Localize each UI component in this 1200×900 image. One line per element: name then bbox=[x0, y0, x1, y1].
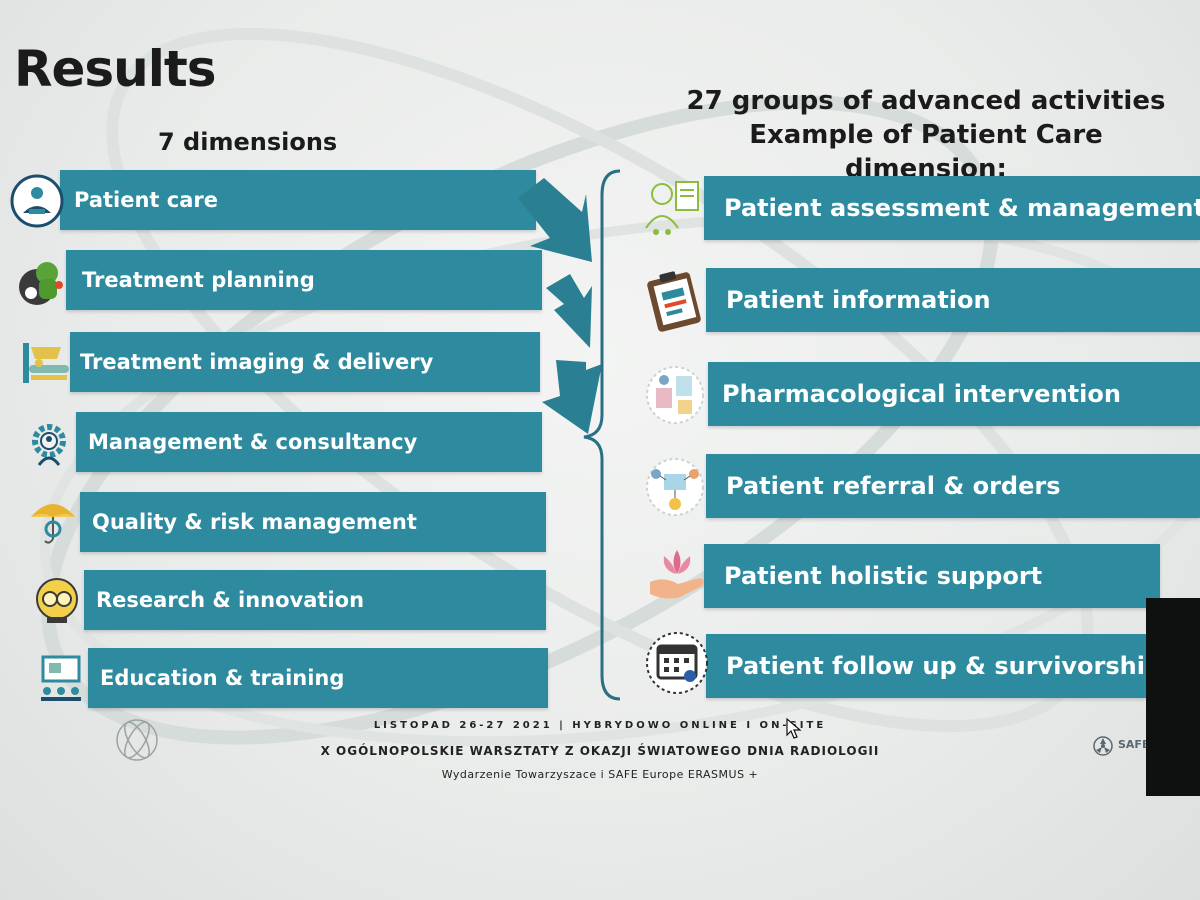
activity-label: Pharmacological intervention bbox=[722, 380, 1121, 408]
clipboard-icon bbox=[640, 266, 710, 336]
lightbulb-icon bbox=[28, 572, 86, 630]
dimension-band-patient-care: Patient care bbox=[60, 170, 536, 230]
slide-title: Results bbox=[14, 40, 217, 98]
right-heading-line1: 27 groups of advanced activities bbox=[686, 86, 1166, 116]
education-screen-icon bbox=[32, 650, 90, 708]
dimension-band-treatment-imaging: Treatment imaging & delivery bbox=[70, 332, 540, 392]
activity-band-referral: Patient referral & orders bbox=[706, 454, 1200, 518]
footer-date-line: LISTOPAD 26-27 2021 | HYBRYDOWO ONLINE I… bbox=[373, 720, 827, 731]
patient-assessment-icon bbox=[636, 172, 706, 242]
footer-organizers: Wydarzenie Towarzyszace i SAFE Europe ER… bbox=[441, 768, 759, 781]
dimension-label: Management & consultancy bbox=[88, 430, 418, 454]
left-heading: 7 dimensions bbox=[158, 128, 338, 156]
right-heading: 27 groups of advanced activities Example… bbox=[676, 84, 1176, 186]
activity-band-pharmacological: Pharmacological intervention bbox=[708, 362, 1200, 426]
dimension-band-treatment-planning: Treatment planning bbox=[66, 250, 542, 310]
footer-event-title: X OGÓLNOPOLSKIE WARSZTATY Z OKAZJI ŚWIAT… bbox=[320, 744, 880, 758]
mouse-cursor-icon bbox=[786, 718, 802, 739]
dimension-label: Education & training bbox=[100, 666, 345, 690]
dimension-label: Treatment planning bbox=[82, 268, 315, 292]
arrow-icon bbox=[546, 274, 592, 348]
lotus-hand-icon bbox=[642, 540, 712, 610]
event-logo bbox=[112, 715, 162, 769]
pharmacology-icon bbox=[640, 360, 710, 430]
dimension-band-management: Management & consultancy bbox=[76, 412, 542, 472]
dimension-label: Research & innovation bbox=[96, 588, 365, 612]
activity-band-holistic: Patient holistic support bbox=[704, 544, 1160, 608]
patient-care-icon bbox=[8, 172, 66, 230]
curly-brace bbox=[583, 169, 621, 701]
arrow-icon bbox=[542, 360, 602, 434]
activity-label: Patient referral & orders bbox=[726, 472, 1061, 500]
dimension-band-research: Research & innovation bbox=[84, 570, 546, 630]
treatment-planning-icon bbox=[12, 254, 70, 312]
management-gear-icon bbox=[20, 414, 78, 472]
dimension-band-education: Education & training bbox=[88, 648, 548, 708]
dimension-label: Patient care bbox=[74, 188, 218, 212]
activity-band-patient-information: Patient information bbox=[706, 268, 1200, 332]
calendar-icon bbox=[642, 628, 712, 698]
treatment-imaging-icon bbox=[16, 334, 74, 392]
activity-band-follow-up: Patient follow up & survivorship bbox=[706, 634, 1162, 698]
activity-label: Patient holistic support bbox=[724, 562, 1043, 590]
dimension-label: Treatment imaging & delivery bbox=[80, 350, 434, 374]
safe-logo-icon bbox=[1092, 735, 1114, 761]
activity-label: Patient follow up & survivorship bbox=[726, 652, 1163, 680]
dimension-band-quality: Quality & risk management bbox=[80, 492, 546, 552]
quality-umbrella-icon bbox=[24, 492, 82, 550]
down-arrows bbox=[518, 178, 602, 434]
activity-band-patient-assessment: Patient assessment & management bbox=[704, 176, 1200, 240]
activity-label: Patient assessment & management bbox=[724, 194, 1200, 222]
dimension-label: Quality & risk management bbox=[92, 510, 417, 534]
activity-label: Patient information bbox=[726, 286, 991, 314]
referral-network-icon bbox=[640, 452, 710, 522]
arrow-icon bbox=[518, 178, 592, 262]
video-overlay bbox=[1146, 598, 1200, 796]
safe-logo-text: SAFE bbox=[1118, 738, 1150, 751]
